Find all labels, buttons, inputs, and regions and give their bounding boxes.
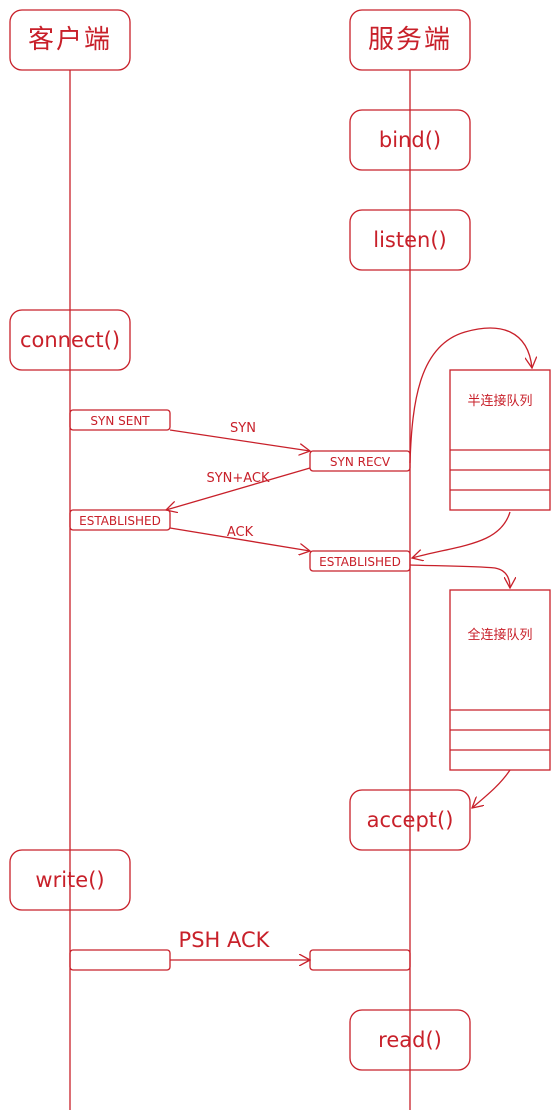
connect-call-label: connect() (20, 328, 120, 352)
established-to-full-queue-arrow (409, 564, 510, 588)
full-queue-to-accept-arrow (472, 769, 511, 808)
server-header-box (349, 9, 471, 71)
syn-ack-message-label: SYN+ACK (206, 471, 270, 486)
half-queue-to-established-arrow (412, 511, 511, 558)
listen-call-label: listen() (373, 228, 446, 252)
server-established-state-box (309, 550, 411, 572)
connect-call-box (9, 309, 131, 371)
client-established-state-box (69, 509, 171, 531)
syn-recv-state-label: SYN RECV (330, 455, 391, 469)
half-queue-box (449, 369, 551, 511)
syn-sent-state-label: SYN SENT (90, 414, 150, 428)
listen-call-box (349, 209, 471, 271)
client-blank-state-box (69, 949, 171, 971)
server-blank-state-box (309, 949, 411, 971)
write-call-label: write() (35, 868, 104, 892)
syn-arrow (169, 429, 310, 451)
half-queue-label: 半连接队列 (467, 393, 532, 409)
syn-recv-to-half-queue-arrow (409, 327, 532, 464)
full-queue-box (449, 589, 551, 771)
client-header-box (9, 9, 131, 71)
client-header-label: 客户端 (28, 25, 112, 55)
bind-call-label: bind() (379, 128, 441, 152)
read-call-label: read() (378, 1028, 442, 1052)
client-established-state-label: ESTABLISHED (79, 514, 161, 528)
accept-call-label: accept() (367, 808, 454, 832)
write-call-box (9, 849, 131, 911)
server-established-state-label: ESTABLISHED (319, 555, 401, 569)
ack-arrow (169, 527, 310, 551)
accept-call-box (349, 789, 471, 851)
full-queue-label: 全连接队列 (467, 627, 532, 643)
syn-message-label: SYN (230, 421, 256, 436)
bind-call-box (349, 109, 471, 171)
syn-sent-state-box (69, 409, 171, 431)
psh-ack-message-label: PSH ACK (179, 928, 271, 952)
syn-ack-arrow (166, 467, 311, 510)
server-header-label: 服务端 (368, 25, 452, 55)
ack-message-label: ACK (227, 525, 254, 540)
read-call-box (349, 1009, 471, 1071)
